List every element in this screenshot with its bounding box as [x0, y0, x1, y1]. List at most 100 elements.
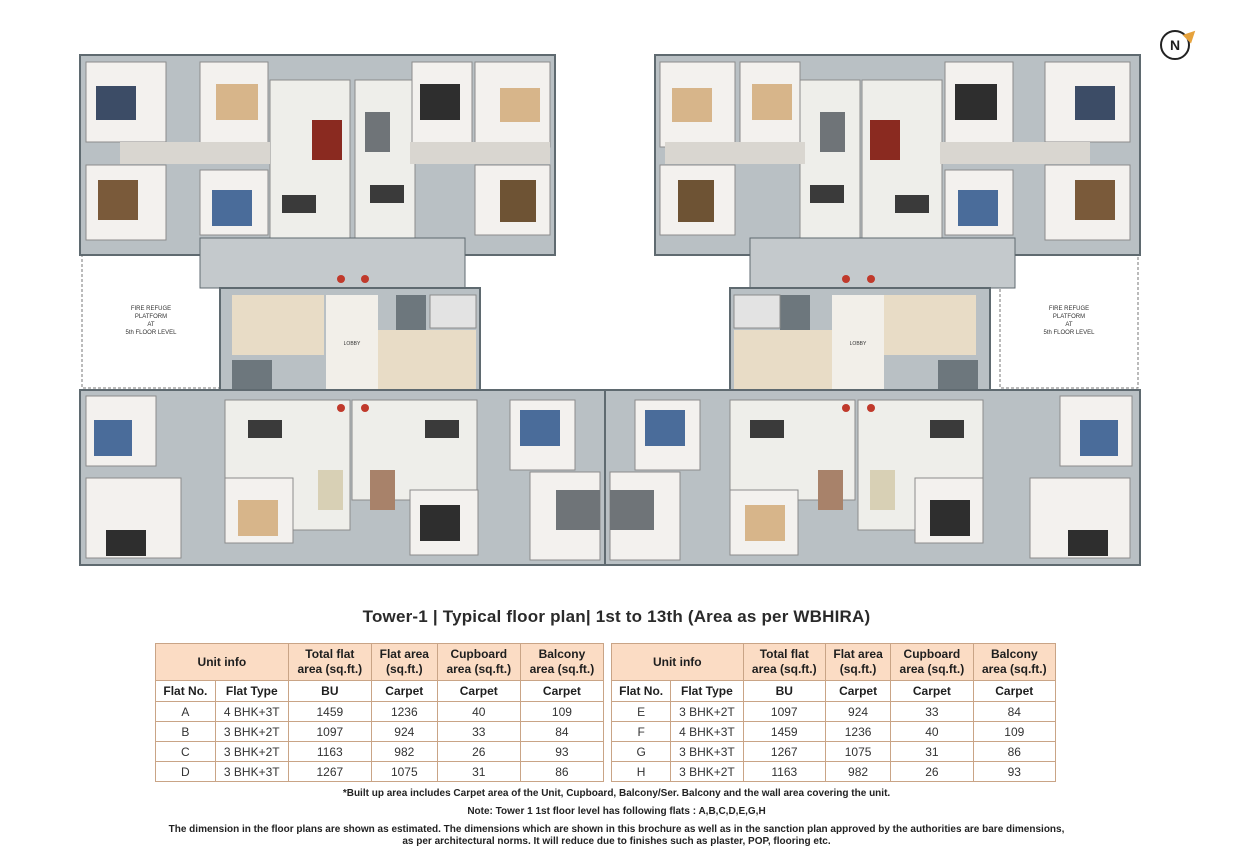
- cell-cupboard: 40: [890, 721, 974, 742]
- header-bu: BU: [287, 680, 372, 702]
- cell-balcony: 93: [519, 741, 605, 762]
- compass-label: N: [1169, 37, 1181, 53]
- header-unit-info: Unit info: [611, 643, 744, 681]
- cell-carpet: 982: [370, 741, 438, 762]
- tower-left-core: LOBBY: [219, 287, 481, 399]
- cell-carpet: 982: [824, 761, 892, 782]
- header-carpet: Carpet: [972, 680, 1057, 702]
- cell-flat-type: 3 BHK+2T: [670, 761, 744, 782]
- tower-right-upper-block: [654, 54, 1141, 289]
- header-flat-no: Flat No.: [155, 680, 216, 702]
- refuge-left-line-1: FIRE REFUGE: [131, 306, 171, 312]
- cell-flat-no: D: [155, 761, 216, 782]
- cell-cupboard: 40: [436, 701, 521, 722]
- header-unit-info: Unit info: [155, 643, 289, 681]
- cell-cupboard: 31: [890, 741, 974, 762]
- cell-cupboard: 33: [436, 721, 521, 742]
- cell-cupboard: 31: [436, 761, 521, 782]
- cell-balcony: 84: [519, 721, 605, 742]
- cell-flat-type: 3 BHK+3T: [214, 761, 289, 782]
- cell-flat-type: 4 BHK+3T: [670, 721, 744, 742]
- cell-carpet: 1236: [824, 721, 892, 742]
- header-carpet: Carpet: [370, 680, 438, 702]
- lobby-right-label: LOBBY: [850, 341, 867, 347]
- tower-right-core: LOBBY: [729, 287, 991, 399]
- header-flat-area: Flat area(sq.ft.): [824, 643, 892, 681]
- header-carpet: Carpet: [519, 680, 605, 702]
- cell-carpet: 924: [370, 721, 438, 742]
- cell-flat-type: 3 BHK+3T: [670, 741, 744, 762]
- cell-balcony: 86: [972, 741, 1057, 762]
- refuge-right-line-2: PLATFORM: [1053, 314, 1085, 320]
- cell-bu: 1163: [742, 761, 826, 782]
- cell-bu: 1459: [742, 721, 826, 742]
- header-flat-type: Flat Type: [214, 680, 289, 702]
- header-bu: BU: [742, 680, 826, 702]
- cell-balcony: 93: [972, 761, 1057, 782]
- cell-carpet: 1075: [824, 741, 892, 762]
- tower-left-lower-block: [79, 389, 611, 566]
- cell-carpet: 1075: [370, 761, 438, 782]
- cell-flat-no: C: [155, 741, 216, 762]
- cell-flat-no: H: [610, 761, 672, 782]
- refuge-left-line-2: PLATFORM: [135, 314, 167, 320]
- floor-plan-image: FIRE REFUGE PLATFORM AT 5th FLOOR LEVEL …: [79, 54, 1141, 566]
- header-flat-type: Flat Type: [670, 680, 744, 702]
- tower-note: Note: Tower 1 1st floor level has follow…: [467, 806, 766, 817]
- cell-bu: 1459: [287, 701, 372, 722]
- disclaimer-line-1: The dimension in the floor plans are sho…: [168, 824, 1065, 835]
- cell-flat-type: 3 BHK+2T: [214, 741, 289, 762]
- refuge-right-line-1: FIRE REFUGE: [1049, 306, 1089, 312]
- header-carpet: Carpet: [890, 680, 974, 702]
- cell-flat-no: F: [610, 721, 672, 742]
- lobby-left-label: LOBBY: [344, 341, 361, 347]
- cell-flat-no: G: [610, 741, 672, 762]
- fire-refuge-platform-left: [81, 249, 221, 389]
- header-flat-no: Flat No.: [610, 680, 672, 702]
- refuge-right-line-3: AT: [1065, 322, 1073, 328]
- header-flat-area: Flat area(sq.ft.): [370, 643, 438, 681]
- header-carpet: Carpet: [436, 680, 521, 702]
- cell-carpet: 924: [824, 701, 892, 722]
- cell-bu: 1163: [287, 741, 372, 762]
- cell-bu: 1097: [742, 701, 826, 722]
- page-title: Tower-1 | Typical floor plan| 1st to 13t…: [362, 607, 871, 626]
- cell-flat-type: 3 BHK+2T: [670, 701, 744, 722]
- cell-flat-type: 4 BHK+3T: [214, 701, 289, 722]
- cell-balcony: 109: [519, 701, 605, 722]
- refuge-right-line-4: 5th FLOOR LEVEL: [1043, 330, 1095, 336]
- refuge-left-line-3: AT: [147, 322, 155, 328]
- refuge-left-line-4: 5th FLOOR LEVEL: [125, 330, 177, 336]
- built-up-note: *Built up area includes Carpet area of t…: [342, 788, 891, 799]
- north-compass-icon: N: [1160, 26, 1200, 60]
- cell-cupboard: 33: [890, 701, 974, 722]
- header-carpet: Carpet: [824, 680, 892, 702]
- cell-flat-type: 3 BHK+2T: [214, 721, 289, 742]
- cell-bu: 1267: [742, 741, 826, 762]
- cell-balcony: 84: [972, 701, 1057, 722]
- cell-balcony: 86: [519, 761, 605, 782]
- tower-right-lower-block: [604, 389, 1141, 566]
- cell-bu: 1097: [287, 721, 372, 742]
- cell-flat-no: A: [155, 701, 216, 722]
- cell-flat-no: E: [610, 701, 672, 722]
- tower-left-upper-block: [79, 54, 556, 289]
- fire-refuge-platform-right: [999, 249, 1139, 389]
- cell-bu: 1267: [287, 761, 372, 782]
